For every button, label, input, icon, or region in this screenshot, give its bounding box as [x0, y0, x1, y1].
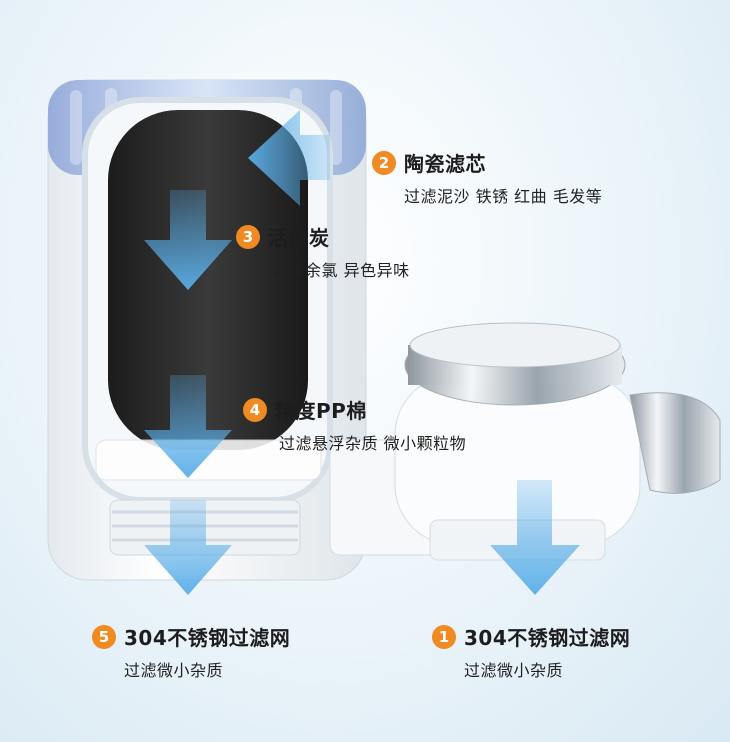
label-ceramic-desc: 过滤泥沙 铁锈 红曲 毛发等: [404, 187, 603, 206]
label-carbon-desc: 滤除余氯 异色异味: [272, 261, 410, 280]
carbon-down-arrow: [144, 190, 232, 290]
faucet-adapter: [329, 322, 721, 561]
label-carbon-title: 活性炭: [268, 226, 330, 250]
badge-2: 2: [372, 150, 396, 175]
label-ceramic: 2 陶瓷滤芯 过滤泥沙 铁锈 红曲 毛发等: [372, 148, 602, 207]
label-mesh-right: 1 304不锈钢过滤网 过滤微小杂质: [432, 622, 630, 681]
label-mesh-left-desc: 过滤微小杂质: [124, 661, 224, 680]
badge-4: 4: [243, 397, 267, 422]
outlet-right-arrow: [490, 480, 580, 595]
badge-1: 1: [432, 624, 456, 649]
label-mesh-left: 5 304不锈钢过滤网 过滤微小杂质: [92, 622, 290, 681]
outlet-left-arrow: [144, 500, 232, 595]
label-pp: 4 精度PP棉 过滤悬浮杂质 微小颗粒物: [243, 395, 466, 454]
label-carbon: 3 活性炭 滤除余氯 异色异味: [236, 222, 410, 281]
pp-down-arrow: [144, 375, 232, 478]
inflow-arrow: [248, 110, 330, 206]
label-mesh-right-desc: 过滤微小杂质: [464, 661, 564, 680]
badge-5: 5: [92, 624, 116, 649]
label-mesh-right-title: 304不锈钢过滤网: [464, 626, 631, 650]
carbon-core: [108, 110, 308, 450]
label-pp-title: 精度PP棉: [275, 399, 367, 423]
label-ceramic-title: 陶瓷滤芯: [404, 152, 486, 176]
water-flow-arrows: [144, 110, 580, 595]
label-mesh-left-title: 304不锈钢过滤网: [124, 626, 291, 650]
label-pp-desc: 过滤悬浮杂质 微小颗粒物: [279, 434, 467, 453]
badge-3: 3: [236, 224, 260, 249]
